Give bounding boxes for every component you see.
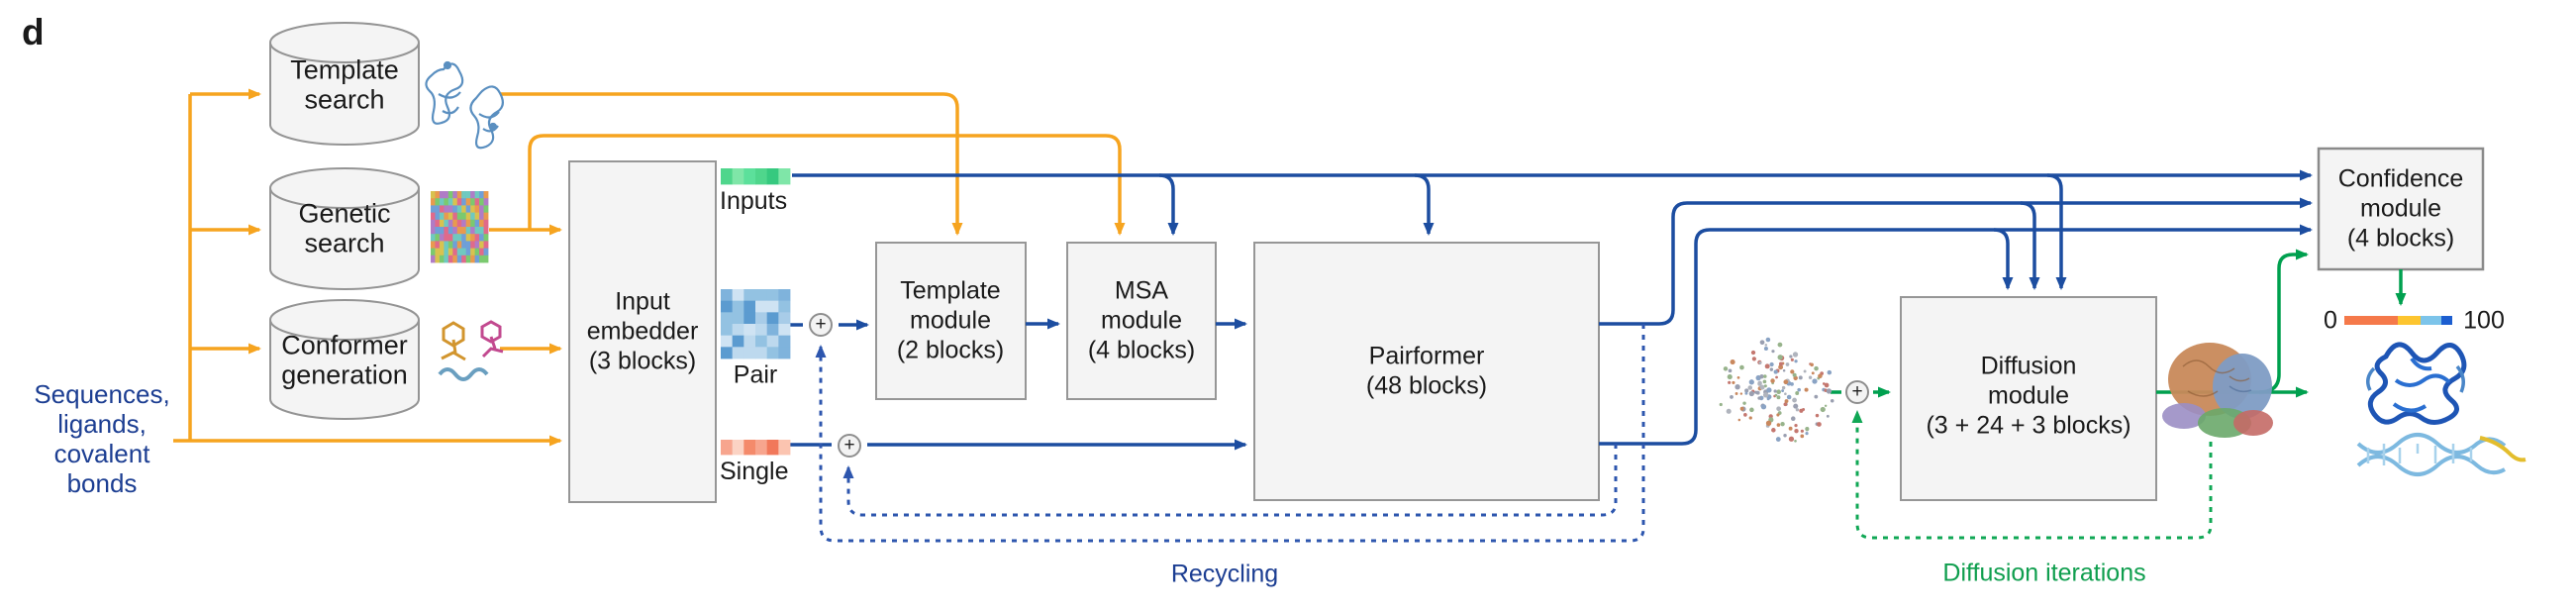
template-module-label-3: (2 blocks) [896, 336, 1005, 364]
inputs-representation-label: Inputs [720, 187, 788, 215]
confidence-module-label-1: Confidence [2337, 164, 2464, 193]
template-structures-image [425, 60, 504, 150]
genetic-search-label-2: search [304, 228, 385, 258]
pair-add-operator: + [809, 313, 833, 337]
pairformer-label-1: Pairformer [1368, 342, 1485, 370]
confidence-scale-max-label: 100 [2463, 306, 2505, 335]
conformer-generation-label-1: Conformer [281, 330, 408, 360]
conformer-generation-database [269, 299, 420, 420]
pairformer-box [1253, 242, 1600, 501]
single-representation-tile [721, 440, 791, 456]
template-module-label-2: module [910, 306, 991, 335]
inputs-annotation-line-2: ligands, [57, 409, 147, 439]
confidence-scale-min-label: 0 [2324, 306, 2337, 335]
pairformer-label-2: (48 blocks) [1365, 371, 1488, 400]
msa-module-label-1: MSA [1114, 276, 1169, 305]
single-representation-label: Single [720, 458, 789, 485]
input-embedder-label-3: (3 blocks) [588, 347, 697, 375]
single-add-operator: + [838, 434, 861, 458]
template-search-database [269, 22, 420, 146]
confidence-module-box [2317, 147, 2485, 271]
msa-module-label-2: module [1101, 306, 1182, 335]
template-search-label-2: search [304, 84, 385, 115]
predicted-assembly-image [2162, 343, 2273, 438]
conformer-generation-label-2: generation [281, 359, 408, 390]
pair-representation-tile [721, 289, 791, 359]
final-structure-image [2356, 342, 2526, 476]
inputs-annotation-line-4: bonds [66, 468, 138, 498]
msa-module-box [1066, 242, 1217, 400]
confidence-colour-scale [2344, 316, 2452, 325]
orange-input-arrows [173, 88, 1126, 447]
inputs-representation-tile [721, 168, 791, 185]
ligand-conformers-image [438, 320, 504, 381]
noise-add-operator: + [1845, 380, 1869, 404]
blue-representation-arrows [790, 169, 2313, 451]
pair-representation-label: Pair [733, 360, 778, 389]
recycling-dashed-arrows [815, 324, 1645, 543]
diffusion-module-label-1: Diffusion [1980, 352, 2077, 380]
confidence-module-label-3: (4 blocks) [2346, 224, 2455, 253]
inputs-annotation-line-3: covalent [53, 439, 150, 468]
genetic-search-label-1: Genetic [298, 198, 391, 229]
inputs-annotation-line-1: Sequences, [34, 379, 170, 409]
input-embedder-box [568, 160, 717, 503]
diffusion-module-label-2: module [1988, 381, 2069, 410]
genetic-search-database [269, 167, 420, 290]
input-embedder-label-2: embedder [586, 317, 699, 346]
diffusion-module-box [1900, 296, 2157, 501]
panel-label: d [22, 12, 45, 52]
noise-cloud-image [1719, 337, 1834, 443]
input-embedder-label-1: Input [615, 287, 670, 316]
diffusion-module-label-3: (3 + 24 + 3 blocks) [1926, 411, 2131, 440]
msa-alignment-image [431, 191, 489, 263]
confidence-module-label-2: module [2360, 194, 2441, 223]
msa-module-label-3: (4 blocks) [1087, 336, 1196, 364]
template-search-label-1: Template [290, 54, 399, 85]
diffusion-iterations-dashed-arrow [1851, 410, 2213, 540]
diffusion-iterations-label: Diffusion iterations [1942, 559, 2146, 587]
template-module-box [875, 242, 1027, 400]
template-module-label-1: Template [900, 276, 1001, 305]
recycling-label: Recycling [1170, 560, 1279, 588]
